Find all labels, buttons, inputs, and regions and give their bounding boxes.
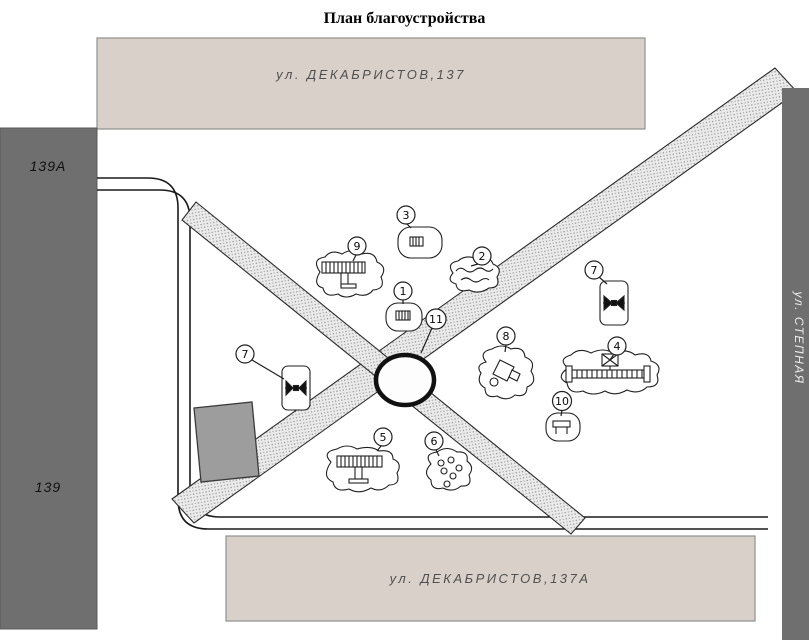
callout-7-left-number: 7 [242,348,249,361]
equipment-symbol-6 [425,447,473,491]
equipment-symbol-7-left [281,365,311,411]
building-dekabristov-137a-outline [225,535,756,622]
equipment-symbol-2 [449,256,500,293]
callout-8-number: 8 [503,330,510,343]
callout-7-right: 7 [584,260,608,285]
callout-8: 8 [496,326,516,353]
equipment-symbol-10 [545,412,581,442]
courtyard-boundary-outer [97,177,768,530]
street-stepnaya: ул. СТЕПНАЯ [782,88,809,640]
callout-10-number: 10 [555,395,569,408]
callout-9: 9 [347,236,367,262]
callout-11-number: 11 [429,313,443,326]
utility-building [193,401,260,483]
callout-11: 11 [420,308,447,354]
building-dekabristov-137a: ул. ДЕКАБРИСТОВ,137А [225,535,756,622]
plan-title: План благоустройства [323,10,486,27]
callout-5: 5 [373,427,393,452]
callout-1: 1 [393,281,413,304]
callout-2: 2 [470,246,492,267]
callout-10: 10 [551,390,573,417]
callout-6: 6 [424,431,444,457]
equipment-symbol-7-right [599,280,629,326]
courtyard-boundary [97,177,768,530]
central-circle [373,352,437,408]
callout-9-number: 9 [354,240,361,253]
callout-1-number: 1 [400,285,407,298]
equipment-symbol-9 [315,249,385,298]
building-dekabristov-137: ул. ДЕКАБРИСТОВ,137 [96,37,646,130]
walkways [171,67,798,535]
equipment-symbol-4 [560,349,660,395]
equipment-symbol-3 [397,226,443,259]
callout-4-number: 4 [614,340,621,353]
street-stepnaya-label: ул. СТЕПНАЯ [792,291,806,385]
street-stepnaya-strip [782,88,809,640]
courtyard-boundary-inner [97,189,768,518]
building-139a-label: 139А [30,158,67,174]
building-dekabristov-137-label: ул. ДЕКАБРИСТОВ,137 [275,67,466,82]
callout-7-left: 7 [235,344,285,380]
callout-6-number: 6 [431,435,438,448]
callout-3: 3 [396,205,416,229]
equipment-symbol-8 [478,345,535,400]
callouts: 1 2 3 4 5 [235,205,627,457]
building-dekabristov-137a-label: ул. ДЕКАБРИСТОВ,137А [389,571,591,586]
equipment-symbols [281,226,660,493]
callout-4: 4 [607,336,627,361]
callout-5-number: 5 [380,431,387,444]
building-strip-left-outline [0,127,98,630]
building-dekabristov-137-outline [96,37,646,130]
building-strip-left: 139А 139 [0,127,98,630]
equipment-symbol-1 [385,302,423,332]
callout-7-right-number: 7 [591,264,598,277]
equipment-symbol-5 [325,445,400,493]
building-139-label: 139 [35,479,61,495]
callout-2-number: 2 [479,250,486,263]
callout-3-number: 3 [403,209,410,222]
